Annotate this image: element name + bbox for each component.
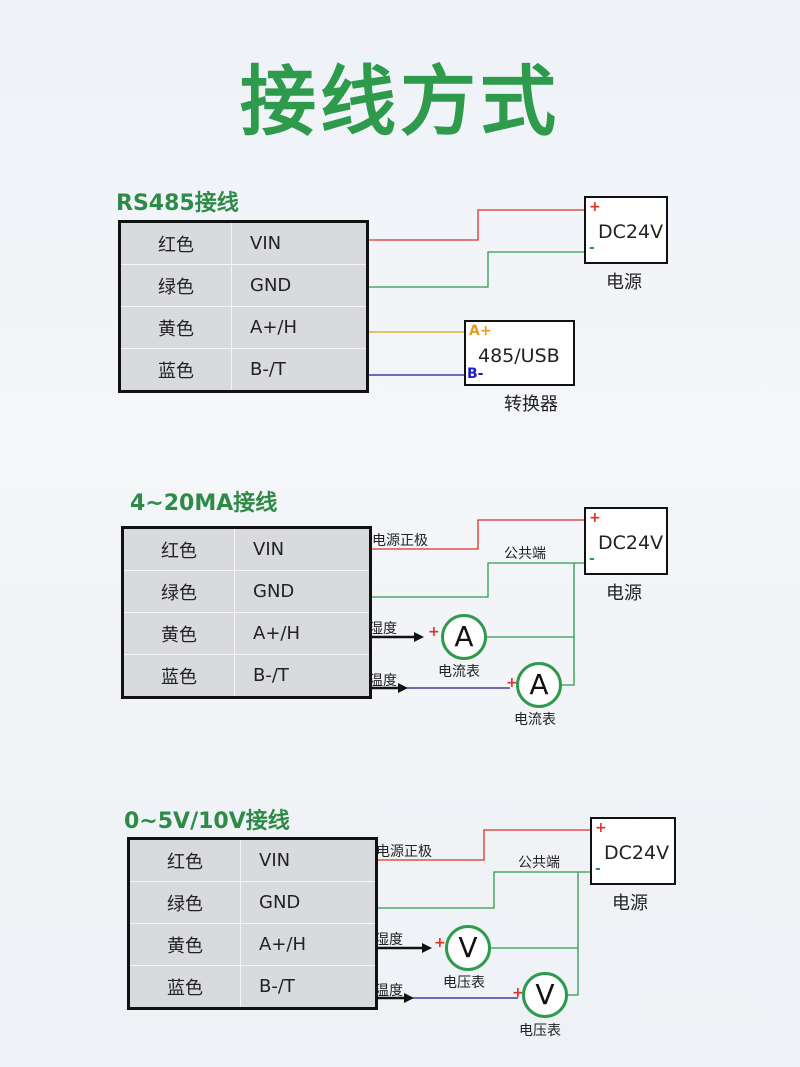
wire-label-temperature: 温度 bbox=[369, 673, 397, 689]
pin-cell: B-/T bbox=[240, 965, 377, 1009]
meter-caption: 电流表 bbox=[438, 664, 480, 680]
ammeter-temperature: A bbox=[516, 662, 562, 708]
converter-b-terminal: B- bbox=[467, 366, 484, 382]
arrowhead-humidity-3 bbox=[422, 943, 432, 953]
table-row: 蓝色 B-/T bbox=[122, 654, 371, 698]
power-minus: - bbox=[595, 861, 601, 877]
power-label: DC24V bbox=[598, 221, 664, 243]
table-row: 绿色 GND bbox=[128, 881, 377, 924]
wiring-table-0-10v: 红色 VIN 绿色 GND 黄色 A+/H 蓝色 B-/T bbox=[127, 837, 378, 1010]
table-row: 黄色 A+/H bbox=[122, 612, 371, 655]
wire-color-cell: 绿色 bbox=[122, 570, 235, 613]
wire-color-cell: 蓝色 bbox=[122, 654, 235, 698]
power-caption: 电源 bbox=[606, 583, 642, 604]
pin-cell: GND bbox=[234, 570, 371, 613]
pin-cell: B-/T bbox=[231, 348, 368, 392]
wire-color-cell: 黄色 bbox=[122, 612, 235, 655]
power-plus: + bbox=[589, 199, 601, 215]
power-supply-box bbox=[584, 507, 668, 575]
wire-color-cell: 蓝色 bbox=[128, 965, 241, 1009]
wire-color-cell: 红色 bbox=[119, 221, 232, 265]
pin-cell: GND bbox=[231, 264, 368, 307]
wire-green-gnd bbox=[358, 251, 584, 288]
wire-color-cell: 红色 bbox=[122, 527, 235, 571]
pin-cell: VIN bbox=[234, 527, 371, 571]
table-row: 红色 VIN bbox=[128, 838, 377, 882]
wire-red-positive bbox=[360, 519, 584, 550]
section-title-rs485: RS485接线 bbox=[116, 191, 239, 216]
power-supply-box bbox=[590, 817, 676, 885]
table-row: 蓝色 B-/T bbox=[119, 348, 368, 392]
wire-label-common: 公共端 bbox=[518, 855, 560, 871]
converter-caption: 转换器 bbox=[504, 394, 558, 415]
wire-green-common bbox=[360, 562, 584, 598]
meter-plus: + bbox=[512, 985, 524, 1001]
wire-color-cell: 黄色 bbox=[128, 923, 241, 966]
table-row: 黄色 A+/H bbox=[119, 306, 368, 349]
wire-label-positive: 电源正极 bbox=[376, 844, 432, 860]
wire-label-positive: 电源正极 bbox=[372, 533, 428, 549]
converter-label: 485/USB bbox=[478, 345, 560, 367]
power-minus: - bbox=[589, 240, 595, 256]
pin-cell: A+/H bbox=[234, 612, 371, 655]
pin-cell: GND bbox=[240, 881, 377, 924]
voltmeter-temperature: V bbox=[522, 972, 568, 1018]
wire-color-cell: 黄色 bbox=[119, 306, 232, 349]
wire-label-humidity: 湿度 bbox=[375, 932, 403, 948]
arrowhead-humidity bbox=[414, 632, 424, 642]
page-title: 接线方式 bbox=[240, 57, 560, 146]
converter-box bbox=[464, 320, 575, 386]
power-minus: - bbox=[589, 551, 595, 567]
wire-color-cell: 蓝色 bbox=[119, 348, 232, 392]
wire-red-positive-3 bbox=[366, 829, 590, 861]
arrowhead-temperature-3 bbox=[404, 993, 414, 1003]
table-row: 绿色 GND bbox=[119, 264, 368, 307]
meter-plus: + bbox=[428, 624, 440, 640]
pin-cell: VIN bbox=[240, 838, 377, 882]
wire-label-common: 公共端 bbox=[504, 546, 546, 562]
power-caption: 电源 bbox=[612, 893, 648, 914]
section-title-4-20ma: 4~20MA接线 bbox=[130, 491, 278, 516]
wire-label-temperature: 温度 bbox=[375, 983, 403, 999]
power-plus: + bbox=[595, 820, 607, 836]
converter-a-terminal: A+ bbox=[469, 323, 492, 339]
wire-red-vin bbox=[358, 209, 584, 241]
meter-caption: 电压表 bbox=[443, 975, 485, 991]
table-row: 红色 VIN bbox=[119, 221, 368, 265]
pin-cell: VIN bbox=[231, 221, 368, 265]
table-row: 蓝色 B-/T bbox=[128, 965, 377, 1009]
wire-color-cell: 红色 bbox=[128, 838, 241, 882]
arrowhead-temperature bbox=[398, 683, 408, 693]
power-label: DC24V bbox=[604, 842, 670, 864]
table-row: 绿色 GND bbox=[122, 570, 371, 613]
ammeter-humidity: A bbox=[441, 614, 487, 660]
wire-color-cell: 绿色 bbox=[119, 264, 232, 307]
wire-color-cell: 绿色 bbox=[128, 881, 241, 924]
table-row: 红色 VIN bbox=[122, 527, 371, 571]
table-row: 黄色 A+/H bbox=[128, 923, 377, 966]
power-supply-box bbox=[584, 196, 668, 264]
meter-caption: 电流表 bbox=[514, 712, 556, 728]
power-label: DC24V bbox=[598, 532, 664, 554]
section-title-0-10v: 0~5V/10V接线 bbox=[124, 809, 290, 834]
pin-cell: B-/T bbox=[234, 654, 371, 698]
pin-cell: A+/H bbox=[240, 923, 377, 966]
meter-plus: + bbox=[506, 675, 518, 691]
wire-common-bus bbox=[560, 563, 575, 686]
wiring-table-4-20ma: 红色 VIN 绿色 GND 黄色 A+/H 蓝色 B-/T bbox=[121, 526, 372, 699]
voltmeter-humidity: V bbox=[445, 925, 491, 971]
wire-common-bus-3 bbox=[568, 872, 579, 996]
meter-plus: + bbox=[434, 935, 446, 951]
wire-green-common-3 bbox=[366, 871, 590, 909]
meter-caption: 电压表 bbox=[519, 1023, 561, 1039]
power-plus: + bbox=[589, 510, 601, 526]
pin-cell: A+/H bbox=[231, 306, 368, 349]
wiring-table-rs485: 红色 VIN 绿色 GND 黄色 A+/H 蓝色 B-/T bbox=[118, 220, 369, 393]
wire-label-humidity: 湿度 bbox=[369, 621, 397, 637]
power-caption: 电源 bbox=[606, 272, 642, 293]
